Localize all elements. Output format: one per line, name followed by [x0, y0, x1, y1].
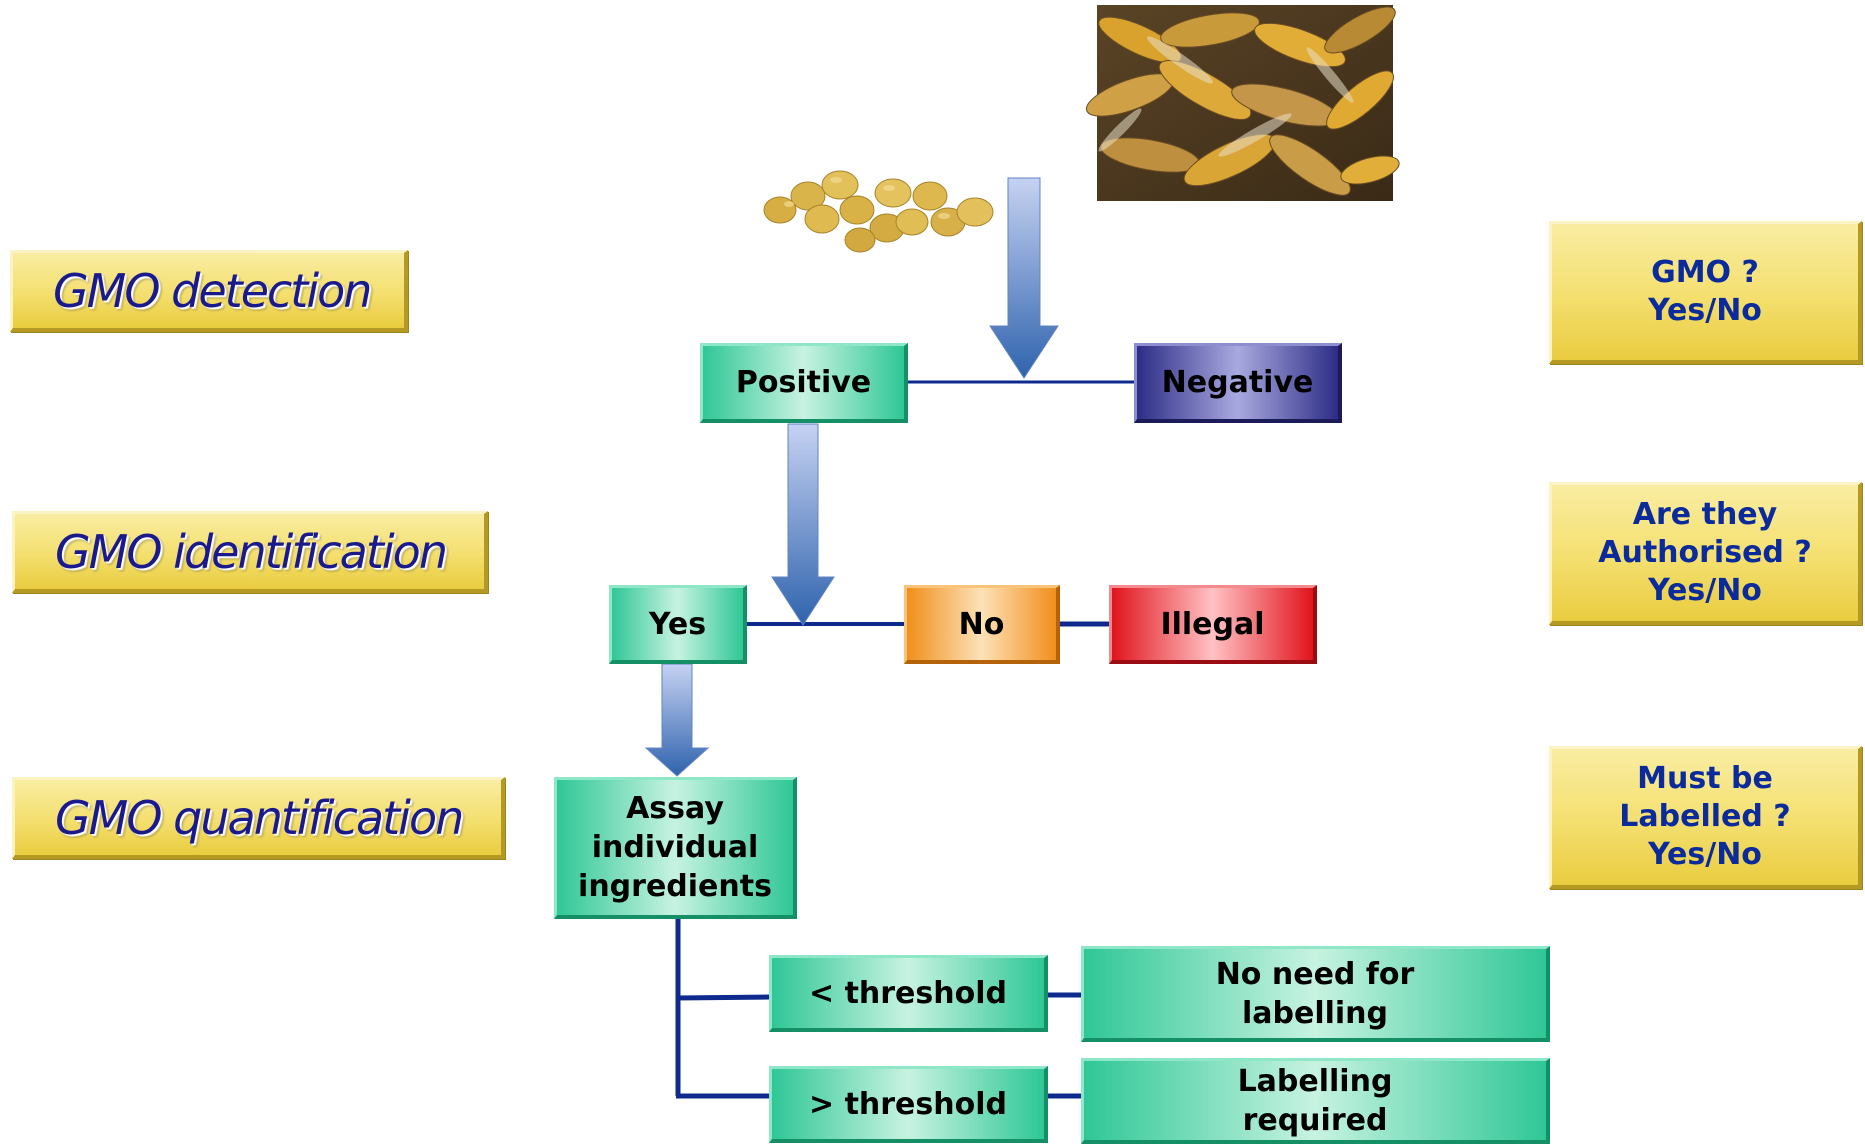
- soybean-seeds-photo: [763, 170, 994, 253]
- stage-label-detection-text: GMO detection: [53, 263, 372, 318]
- node-positive: Positive: [700, 343, 908, 423]
- stage-label-detection: GMO detection: [10, 250, 408, 332]
- stage-label-quantification-text: GMO quantification: [55, 790, 464, 845]
- stage-label-identification-text: GMO identification: [55, 524, 448, 579]
- node-above-threshold: > threshold: [769, 1066, 1048, 1143]
- node-yes: Yes: [609, 585, 747, 664]
- node-no-need-labelling-line-1: No need for: [1215, 956, 1415, 992]
- question-detection-line-2: Yes/No: [1648, 293, 1762, 328]
- connector-below-threshold: [675, 994, 771, 1001]
- question-identification: Are they Authorised ? Yes/No: [1549, 482, 1862, 625]
- question-quantification-line-2: Labelled ?: [1619, 799, 1791, 834]
- node-no-label: No: [958, 606, 1005, 642]
- node-below-threshold-label: < threshold: [808, 975, 1007, 1011]
- node-assay-line-1: Assay: [626, 791, 724, 826]
- node-yes-label: Yes: [648, 606, 707, 642]
- node-no-need-labelling-line-2: labelling: [1241, 995, 1389, 1031]
- question-identification-line-3: Yes/No: [1648, 573, 1762, 608]
- node-assay-line-3: ingredients: [578, 869, 772, 904]
- node-no: No: [904, 585, 1060, 664]
- question-quantification: Must be Labelled ? Yes/No: [1549, 746, 1862, 889]
- question-quantification-line-1: Must be: [1637, 761, 1773, 796]
- question-identification-line-2: Authorised ?: [1598, 535, 1812, 570]
- stage-label-quantification: GMO quantification: [12, 777, 505, 859]
- arrow-down-quantification: [644, 663, 710, 777]
- node-positive-label: Positive: [735, 365, 872, 400]
- arrow-down-identification: [771, 423, 835, 626]
- stage-label-identification: GMO identification: [12, 511, 488, 593]
- question-quantification-line-3: Yes/No: [1648, 837, 1762, 872]
- question-identification-line-1: Are they: [1632, 497, 1778, 532]
- question-detection: GMO ? Yes/No: [1549, 221, 1862, 364]
- question-detection-line-1: GMO ?: [1651, 255, 1759, 290]
- node-illegal-label: Illegal: [1160, 606, 1265, 642]
- corn-cobs-photo: [1085, 5, 1400, 201]
- arrow-down-detection: [989, 177, 1059, 379]
- node-above-threshold-label: > threshold: [808, 1086, 1007, 1122]
- node-labelling-required: Labelling required: [1081, 1058, 1550, 1144]
- node-labelling-required-line-1: Labelling: [1237, 1063, 1393, 1099]
- node-assay: Assay individual ingredients: [554, 777, 797, 919]
- node-assay-line-2: individual: [591, 830, 759, 865]
- node-illegal: Illegal: [1109, 585, 1317, 664]
- node-no-need-labelling: No need for labelling: [1081, 946, 1550, 1042]
- node-below-threshold: < threshold: [769, 955, 1048, 1032]
- node-negative: Negative: [1134, 343, 1342, 423]
- node-negative-label: Negative: [1161, 365, 1314, 400]
- node-labelling-required-line-2: required: [1242, 1102, 1388, 1138]
